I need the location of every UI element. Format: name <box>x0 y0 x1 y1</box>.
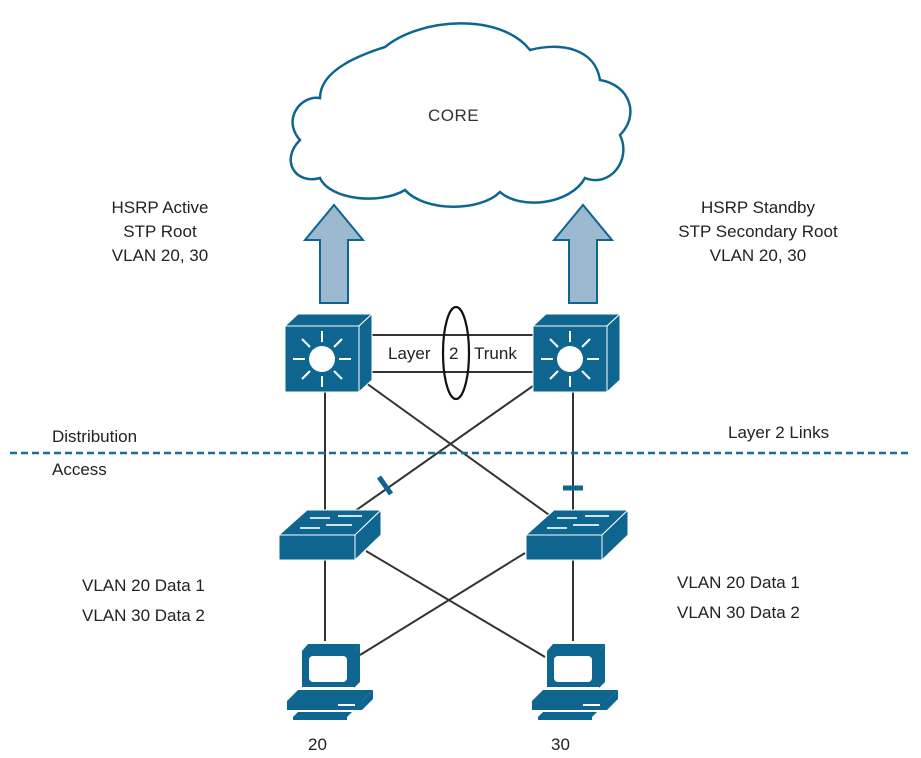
vlan-data-2-label: VLAN 30 Data 2 <box>82 606 205 625</box>
layer3-switch-icon <box>283 312 374 394</box>
stp-role-label: STP Secondary Root <box>678 222 838 241</box>
distribution-switch-left[interactable] <box>283 312 374 394</box>
host-left-vlan-label: 20 <box>308 735 327 754</box>
host-left[interactable] <box>287 644 373 720</box>
link-dist-left-to-access-right <box>365 382 553 518</box>
hsrp-role-label: HSRP Active <box>111 198 209 217</box>
host-right[interactable] <box>532 644 618 720</box>
uplink-arrow-right <box>551 203 615 304</box>
link-access-right-to-host-left <box>359 552 526 656</box>
layer2-switch-icon <box>524 508 630 562</box>
access-layer-label: Access <box>52 460 107 479</box>
layer2-switch-icon <box>277 508 383 562</box>
right-distribution-info: HSRP Standby STP Secondary Root VLAN 20,… <box>640 196 876 268</box>
access-switch-left[interactable] <box>277 508 383 562</box>
workstation-icon <box>287 644 373 720</box>
workstation-icon <box>532 644 618 720</box>
trunk-label-layer: Layer <box>386 342 433 366</box>
trunk-label-2: 2 <box>449 342 459 366</box>
vlan-label: VLAN 20, 30 <box>709 246 807 265</box>
distribution-layer-label: Distribution <box>52 427 138 446</box>
trunk-label-trunk: Trunk <box>472 342 519 366</box>
vlan-data-2-label: VLAN 30 Data 2 <box>677 603 800 622</box>
vlan-label: VLAN 20, 30 <box>111 246 209 265</box>
host-right-vlan-label: 30 <box>551 735 570 754</box>
distribution-switch-right[interactable] <box>531 312 622 394</box>
access-switch-right[interactable] <box>524 508 630 562</box>
layer2-links-label: Layer 2 Links <box>728 423 830 442</box>
link-access-left-to-host-right <box>365 550 546 658</box>
core-cloud <box>289 22 632 208</box>
vlan-data-1-label: VLAN 20 Data 1 <box>82 576 205 595</box>
vlan-data-1-label: VLAN 20 Data 1 <box>677 573 800 592</box>
link-dist-right-to-access-left <box>354 380 541 512</box>
right-access-vlans: VLAN 20 Data 1 VLAN 30 Data 2 <box>677 568 800 628</box>
etherchannel-ellipse <box>441 305 471 401</box>
blocked-port-marker-left <box>376 475 394 496</box>
left-access-vlans: VLAN 20 Data 1 VLAN 30 Data 2 <box>82 571 205 631</box>
left-distribution-info: HSRP Active STP Root VLAN 20, 30 <box>72 196 248 268</box>
stp-role-label: STP Root <box>123 222 197 241</box>
uplink-arrow-left <box>302 203 366 304</box>
hsrp-role-label: HSRP Standby <box>700 198 816 217</box>
layer3-switch-icon <box>531 312 622 394</box>
core-label: CORE <box>428 106 480 125</box>
